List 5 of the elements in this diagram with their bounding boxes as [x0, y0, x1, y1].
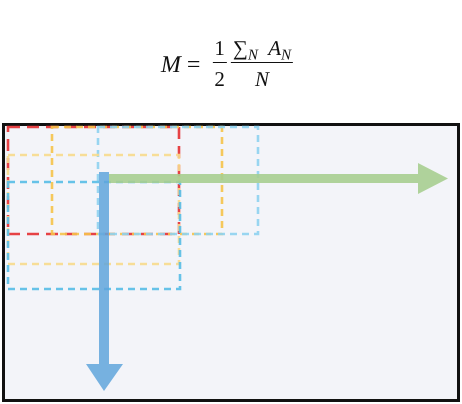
- fraction-numerator: 1: [214, 37, 225, 59]
- fraction-numerator: ∑$_{N}$ A$_{N}$: [232, 37, 292, 59]
- equation-term: M =: [160, 52, 200, 78]
- fraction-denominator: 2: [214, 68, 225, 90]
- fraction-denominator: N: [255, 68, 270, 90]
